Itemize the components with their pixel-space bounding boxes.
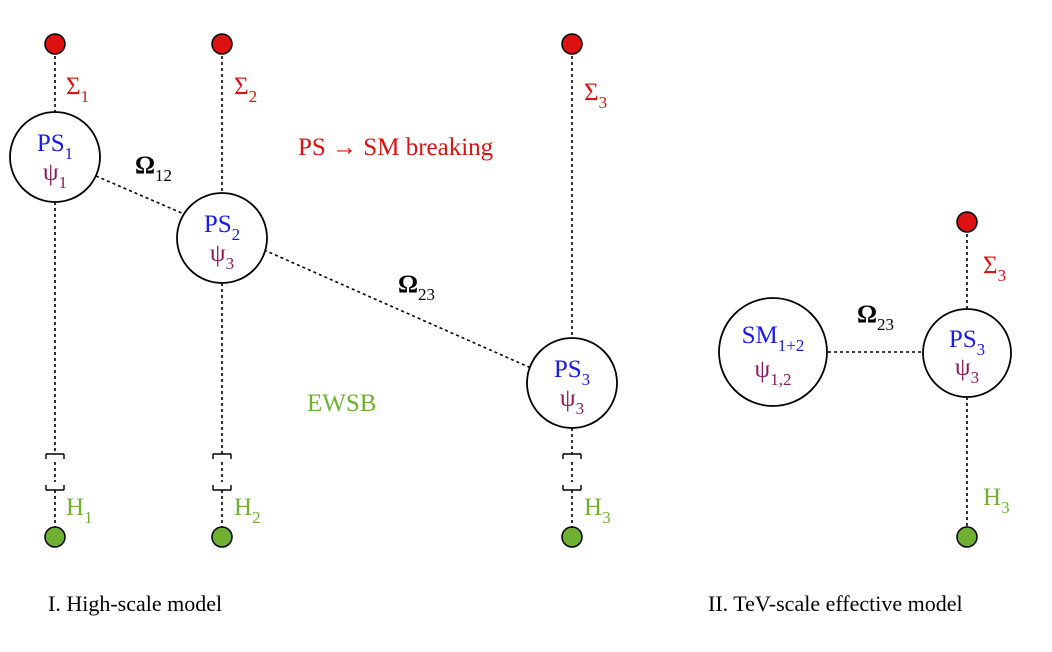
sigma-label-2: Σ2 xyxy=(234,73,257,106)
tev-node-1-top: SM1+2 xyxy=(742,322,805,355)
tev-omega-label: Ω23 xyxy=(857,301,894,334)
tev-sigma-label: Σ3 xyxy=(983,252,1006,285)
higgs-dot-2 xyxy=(211,526,233,548)
higgs-label-2: H2 xyxy=(234,494,261,527)
omega-label-12: Ω12 xyxy=(135,152,172,185)
sigma-dot-1 xyxy=(44,33,66,55)
caption-high-scale: I. High-scale model xyxy=(48,591,222,616)
node-3-bottom: ψ3 xyxy=(560,385,584,418)
node-3-top: PS3 xyxy=(554,356,590,389)
higgs-dot-3 xyxy=(561,526,583,548)
higgs-label-3: H3 xyxy=(584,494,611,527)
tev-node-2-top: PS3 xyxy=(949,326,985,359)
tev-node-1-bottom: ψ1,2 xyxy=(755,356,792,389)
higgs-dot-1 xyxy=(44,526,66,548)
node-2-top: PS2 xyxy=(204,211,240,244)
node-circle-2 xyxy=(176,192,268,284)
ewsb-label: EWSB xyxy=(307,390,376,417)
dotted-lines xyxy=(54,44,968,536)
break-marker-3 xyxy=(562,453,582,491)
omega-label-23: Ω23 xyxy=(398,271,435,304)
tev-node-circle-2 xyxy=(922,308,1012,398)
node-2-bottom: ψ3 xyxy=(210,240,234,273)
sigma-dot-3 xyxy=(561,33,583,55)
node-circle-1 xyxy=(9,111,101,203)
sigma-label-1: Σ1 xyxy=(66,73,89,106)
link-line-23 xyxy=(263,249,532,369)
node-circle-3 xyxy=(526,337,618,429)
break-markers xyxy=(45,453,582,491)
tev-sigma-dot xyxy=(956,211,978,233)
tev-higgs-label: H3 xyxy=(983,484,1010,517)
tev-higgs-dot xyxy=(956,526,978,548)
sigma-label-3: Σ3 xyxy=(584,79,607,112)
higgs-label-1: H1 xyxy=(66,494,93,527)
link-line-12 xyxy=(95,175,185,215)
node-1-bottom: ψ1 xyxy=(43,159,67,192)
tev-node-circle-1 xyxy=(718,297,828,407)
caption-tev-scale: II. TeV-scale effective model xyxy=(708,591,963,616)
node-1-top: PS1 xyxy=(37,130,73,163)
sigma-dot-2 xyxy=(211,33,233,55)
tev-node-2-bottom: ψ3 xyxy=(955,354,979,387)
break-marker-1 xyxy=(45,453,65,491)
break-marker-2 xyxy=(212,453,232,491)
breaking-label: PS → SM breaking xyxy=(298,134,494,161)
